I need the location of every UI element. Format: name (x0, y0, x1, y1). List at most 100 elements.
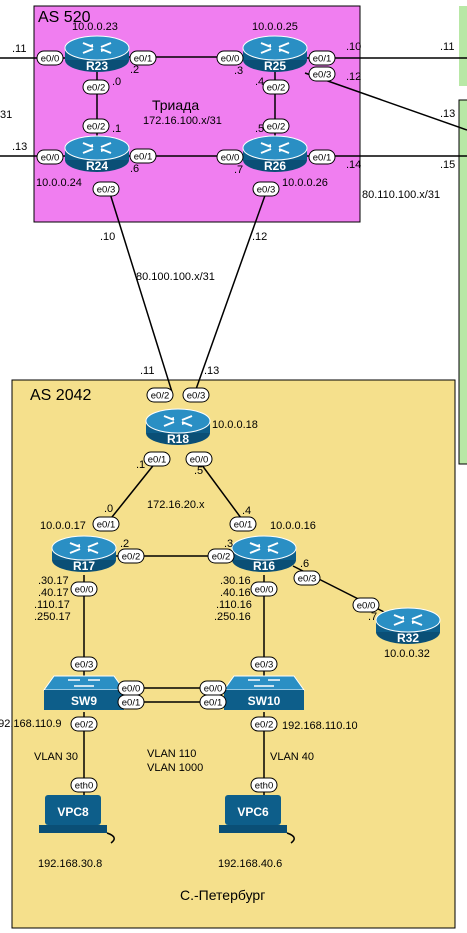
r17-subif: .110.17 (34, 599, 70, 611)
router-label: R26 (264, 159, 286, 173)
r25-ip: 10.0.0.25 (252, 21, 298, 33)
port-label-text: e0/0 (75, 585, 94, 596)
host-octets: .11 31 .0 .2 .3 .4 .10 .12 .11 .13 .13 .… (0, 41, 455, 623)
port-label-text: e0/3 (255, 660, 274, 671)
router-r25[interactable]: R25 (242, 35, 308, 73)
pc-label: VPC6 (237, 805, 269, 819)
octet-label: .0 (112, 76, 121, 88)
octet-label: .7 (234, 164, 243, 176)
port-label-text: e0/2 (151, 391, 170, 402)
port-label-text: eth0 (75, 781, 94, 792)
link-r24-r18 (107, 186, 173, 393)
port-label-text: e0/0 (122, 684, 141, 695)
router-label: R32 (397, 631, 419, 645)
switch-sw9[interactable]: SW9 (43, 675, 125, 710)
port-label-text: e0/1 (134, 54, 153, 65)
as2042-area (11, 379, 456, 929)
port-label: e0/2 (146, 387, 174, 403)
as2042-title: AS 2042 (30, 387, 91, 404)
r16-subif: .110.16 (216, 599, 252, 611)
octet-label: .5 (255, 123, 264, 135)
port-label: e0/0 (70, 581, 98, 597)
sw10-ip: 192.168.110.10 (282, 720, 358, 732)
vpc6-vlan: VLAN 40 (270, 751, 314, 763)
port-label: e0/1 (117, 694, 145, 710)
port-label-text: e0/2 (255, 720, 274, 731)
octet-label: .1 (136, 459, 145, 471)
port-label: e0/3 (250, 656, 278, 672)
port-label-text: e0/1 (134, 152, 153, 163)
octet-label: .5 (194, 465, 203, 477)
r16-subif: .30.16 (220, 575, 251, 587)
octet-label: .4 (255, 76, 264, 88)
octet-label: .3 (234, 65, 243, 77)
port-label: e0/3 (92, 181, 120, 197)
port-label: e0/0 (216, 50, 244, 66)
switch-sw10[interactable]: SW10 (223, 675, 305, 710)
port-label: e0/2 (250, 716, 278, 732)
port-label: e0/1 (229, 516, 257, 532)
octet-label: .14 (346, 159, 361, 171)
switch-label: SW9 (71, 694, 97, 708)
port-label: e0/3 (252, 181, 280, 197)
router-label: R23 (86, 59, 108, 73)
octet-label: 31 (0, 109, 12, 121)
port-label: e0/1 (199, 694, 227, 710)
port-label: e0/0 (36, 149, 64, 165)
router-r32[interactable]: R32 (375, 607, 441, 645)
octet-label: .13 (12, 141, 27, 153)
octet-label: .10 (346, 41, 361, 53)
router-r24[interactable]: R24 (64, 135, 130, 173)
octet-label: .12 (252, 231, 267, 243)
vpc8-vlan: VLAN 30 (34, 751, 78, 763)
pc-vpc8[interactable]: VPC8 (39, 795, 115, 844)
port-label: e0/0 (185, 451, 213, 467)
port-label: e0/2 (207, 548, 235, 564)
port-label: e0/0 (216, 149, 244, 165)
right-green-area-top (459, 6, 467, 86)
octet-label: .11 (440, 41, 454, 53)
city-label: С.-Петербург (180, 887, 265, 903)
port-label: e0/0 (250, 581, 278, 597)
port-label-text: e0/0 (41, 153, 60, 164)
vpc6-ip: 192.168.40.6 (218, 858, 282, 870)
router-r17[interactable]: R17 (51, 535, 117, 573)
port-label-text: e0/2 (87, 122, 106, 133)
link-r26-r18 (194, 186, 269, 393)
router-r26[interactable]: R26 (242, 135, 308, 173)
port-label-text: e0/1 (313, 54, 332, 65)
port-label-text: e0/2 (267, 122, 286, 133)
port-label: e0/2 (262, 79, 290, 95)
octet-label: .12 (346, 71, 361, 83)
r32-ip: 10.0.0.32 (384, 648, 430, 660)
inter-as-right-net: 80.110.100.x/31 (362, 189, 440, 201)
octet-label: .15 (440, 159, 455, 171)
port-label: e0/3 (70, 656, 98, 672)
link-r18-r17 (107, 456, 161, 523)
router-r18[interactable]: R18 (145, 408, 211, 446)
router-label: R17 (73, 559, 95, 573)
as520-subnet: 172.16.100.x/31 (143, 115, 222, 127)
router-r16[interactable]: R16 (231, 535, 297, 573)
pc-vpc6[interactable]: VPC6 (219, 795, 295, 844)
port-label-text: e0/3 (313, 70, 332, 81)
port-label-text: e0/2 (122, 552, 141, 563)
port-label: e0/2 (82, 118, 110, 134)
port-label: e0/2 (117, 548, 145, 564)
port-label-text: e0/0 (41, 54, 60, 65)
router-label: R16 (253, 559, 275, 573)
vpc8-ip: 192.168.30.8 (38, 858, 102, 870)
octet-label: .6 (300, 558, 309, 570)
port-label-text: e0/1 (204, 698, 223, 709)
right-green-area (458, 99, 467, 465)
port-label-text: e0/1 (148, 455, 167, 466)
r16-ip: 10.0.0.16 (270, 520, 316, 532)
r24-ip: 10.0.0.24 (36, 177, 82, 189)
port-label-text: e0/0 (255, 585, 274, 596)
port-label: e0/0 (117, 680, 145, 696)
r18-ip: 10.0.0.18 (212, 419, 258, 431)
port-label-text: e0/3 (187, 391, 206, 402)
router-r23[interactable]: R23 (64, 35, 130, 73)
vlan-center-2: VLAN 1000 (147, 762, 203, 774)
r17-subif: .40.17 (38, 587, 69, 599)
